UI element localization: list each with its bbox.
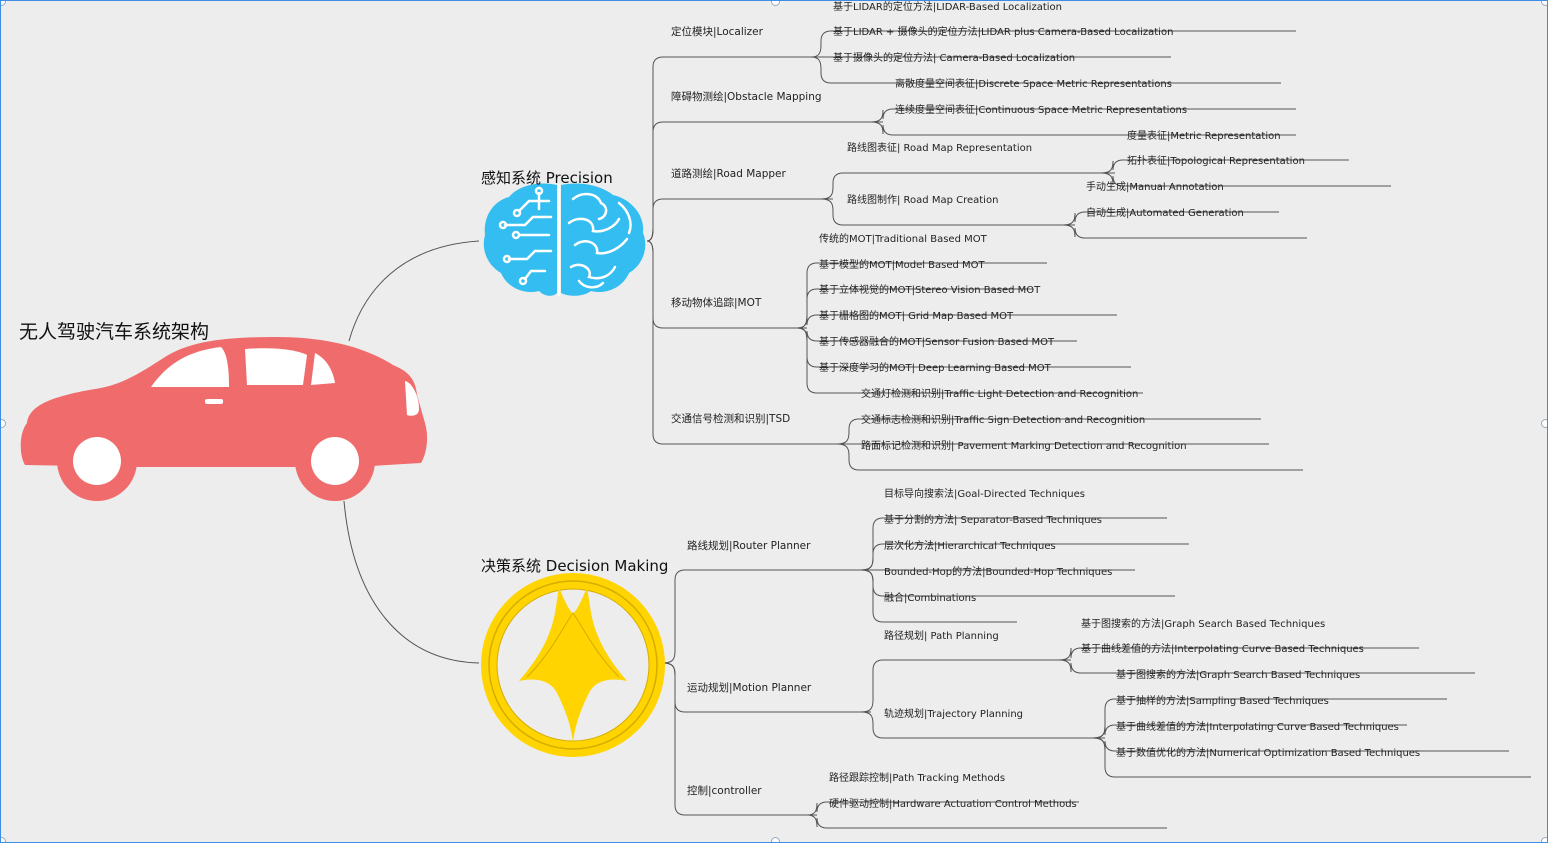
path-planning-item[interactable]: 基于图搜索的方法|Graph Search Based Techniques [1081, 619, 1326, 630]
localizer-bracket [810, 56, 832, 84]
router-item[interactable]: 目标导向搜索法|Goal-Directed Techniques [884, 489, 1085, 500]
motion-bracket [860, 711, 884, 739]
motion-planner-node[interactable]: 运动规划|Motion Planner [687, 682, 812, 694]
localizer-bracket [810, 30, 832, 58]
root-to-decision-line [343, 500, 480, 664]
perception-bracket [646, 56, 664, 242]
creation-item[interactable]: 自动生成|Automated Generation [1086, 208, 1244, 219]
trajectory-planning-node[interactable]: 轨迹规划|Trajectory Planning [884, 709, 1023, 720]
obstacle-bracket [870, 121, 894, 136]
brain-icon [483, 183, 646, 297]
controller-node[interactable]: 控制|controller [687, 785, 762, 797]
path-planning-item[interactable]: 基于曲线差值的方法|Interpolating Curve Based Tech… [1081, 644, 1364, 655]
localizer-item[interactable]: 基于LIDAR的定位方法|LIDAR-Based Localization [833, 2, 1062, 13]
resize-handle-bottom-right[interactable] [1541, 837, 1547, 842]
resize-handle-top-right[interactable] [1541, 1, 1547, 6]
mot-bracket [796, 314, 818, 329]
resize-handle-bottom[interactable] [771, 837, 780, 842]
mot-item[interactable]: 传统的MOT|Traditional Based MOT [819, 234, 987, 245]
root-topic[interactable]: 无人驾驶汽车系统架构 [19, 321, 210, 343]
mot-item[interactable]: 基于模型的MOT|Model Based MOT [819, 260, 985, 271]
trajectory-bracket [1092, 724, 1116, 739]
trajectory-bracket [1092, 737, 1116, 778]
resize-handle-bottom-left[interactable] [1, 837, 6, 842]
representation-bracket [1100, 172, 1124, 187]
creation-item[interactable]: 手动生成|Manual Annotation [1086, 182, 1224, 193]
mot-bracket [796, 327, 818, 394]
representation-bracket [1100, 159, 1124, 174]
controller-item[interactable]: 硬件驱动控制|Hardware Actuation Control Method… [829, 799, 1077, 810]
trajectory-item[interactable]: 基于曲线差值的方法|Interpolating Curve Based Tech… [1116, 722, 1399, 733]
router-item[interactable]: 融合|Combinations [884, 593, 977, 604]
tsd-item[interactable]: 交通灯检测和识别|Traffic Light Detection and Rec… [861, 389, 1139, 400]
creation-bracket [1062, 224, 1086, 239]
router-item[interactable]: 层次化方法|Hierarchical Techniques [884, 541, 1056, 552]
road-bracket [820, 198, 844, 226]
root-to-perception-line [348, 240, 480, 342]
road-map-creation-node[interactable]: 路线图制作| Road Map Creation [847, 195, 999, 206]
localizer-item[interactable]: 基于摄像头的定位方法| Camera-Based Localization [833, 53, 1076, 64]
perception-topic[interactable]: 感知系统 Precision [481, 169, 613, 187]
road-bracket [820, 172, 844, 200]
perception-bracket [646, 240, 664, 329]
perception-bracket [646, 121, 664, 242]
mot-node[interactable]: 移动物体追踪|MOT [671, 297, 762, 309]
mot-item[interactable]: 基于立体视觉的MOT|Stereo Vision Based MOT [819, 285, 1041, 296]
controller-bracket [806, 801, 828, 816]
creation-bracket [1062, 211, 1086, 226]
router-bracket [860, 569, 884, 623]
representation-item[interactable]: 拓扑表征|Topological Representation [1127, 156, 1305, 167]
controller-item[interactable]: 路径跟踪控制|Path Tracking Methods [829, 773, 1006, 784]
trajectory-item[interactable]: 基于抽样的方法|Sampling Based Techniques [1116, 696, 1329, 707]
road-map-representation-node[interactable]: 路线图表征| Road Map Representation [847, 143, 1033, 154]
resize-handle-top[interactable] [771, 1, 780, 6]
router-planner-node[interactable]: 路线规划|Router Planner [687, 540, 811, 552]
localizer-node[interactable]: 定位模块|Localizer [671, 26, 763, 38]
mot-item[interactable]: 基于深度学习的MOT| Deep Learning Based MOT [819, 363, 1051, 374]
obstacle-item[interactable]: 离散度量空间表征|Discrete Space Metric Represent… [895, 79, 1172, 90]
router-bracket [860, 543, 884, 571]
path-planning-node[interactable]: 路径规划| Path Planning [884, 631, 999, 642]
tsd-bracket [836, 418, 860, 445]
tsd-item[interactable]: 交通标志检测和识别|Traffic Sign Detection and Rec… [861, 415, 1146, 426]
resize-handle-left[interactable] [1, 419, 6, 428]
path-bracket [1058, 659, 1082, 674]
decision-bracket [662, 662, 686, 816]
router-item[interactable]: Bounded-Hop的方法|Bounded-Hop Techniques [884, 567, 1113, 578]
perception-bracket [646, 240, 664, 445]
controller-bracket [806, 814, 828, 829]
obstacle-mapping-node[interactable]: 障碍物测绘|Obstacle Mapping [671, 91, 822, 103]
trajectory-item[interactable]: 基于数值优化的方法|Numerical Optimization Based T… [1116, 748, 1421, 759]
router-item[interactable]: 基于分割的方法| Separator-Based Techniques [884, 515, 1102, 526]
perception-bracket [646, 198, 664, 242]
tsd-node[interactable]: 交通信号检测和识别|TSD [671, 413, 791, 425]
decision-bracket [662, 569, 686, 664]
resize-handle-right[interactable] [1541, 419, 1547, 428]
road-mapper-node[interactable]: 道路测绘|Road Mapper [671, 168, 786, 180]
obstacle-bracket [870, 108, 894, 123]
resize-handle-top-left[interactable] [1, 1, 6, 6]
representation-item[interactable]: 度量表征|Metric Representation [1127, 131, 1281, 142]
steering-wheel-icon [481, 573, 665, 757]
mot-item[interactable]: 基于栅格图的MOT| Grid Map Based MOT [819, 311, 1014, 322]
car-icon [20, 337, 428, 501]
router-bracket [860, 569, 884, 597]
decision-topic[interactable]: 决策系统 Decision Making [481, 557, 669, 575]
path-bracket [1058, 647, 1082, 661]
trajectory-item[interactable]: 基于图搜索的方法|Graph Search Based Techniques [1116, 670, 1361, 681]
tsd-bracket [836, 443, 860, 471]
mot-item[interactable]: 基于传感器融合的MOT|Sensor Fusion Based MOT [819, 337, 1055, 348]
obstacle-item[interactable]: 连续度量空间表征|Continuous Space Metric Represe… [895, 105, 1188, 116]
tsd-item[interactable]: 路面标记检测和识别| Pavement Marking Detection an… [861, 441, 1187, 452]
localizer-item[interactable]: 基于LIDAR + 摄像头的定位方法|LIDAR plus Camera-Bas… [833, 27, 1174, 38]
motion-bracket [860, 659, 884, 713]
